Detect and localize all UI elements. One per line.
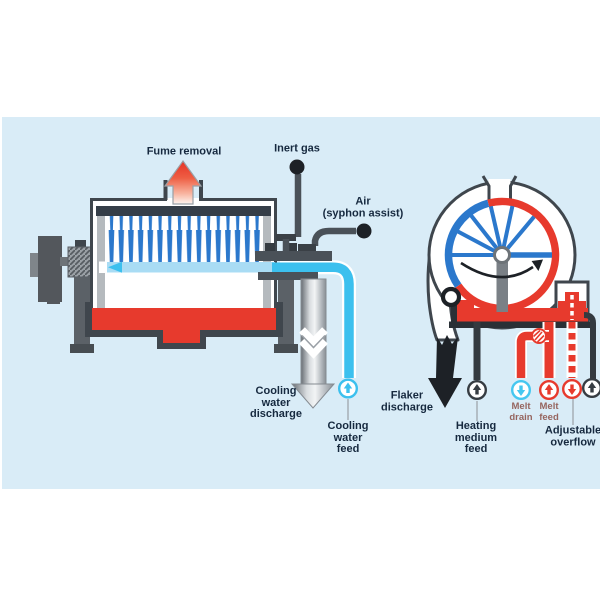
melt-drain-pipe	[515, 328, 549, 378]
vent-stack	[481, 175, 518, 202]
inert-gas-pipe	[276, 159, 305, 253]
water-spray-curtain	[106, 216, 262, 262]
inert-gas-label: Inert gas	[274, 142, 320, 155]
air-syphon-assist-label: Air (syphon assist)	[322, 195, 404, 219]
rotary-flaker-machine	[426, 175, 600, 425]
scraper-ring	[440, 286, 462, 308]
rotation-arrow	[460, 261, 534, 279]
heating-medium-feed-port-icon	[467, 380, 488, 401]
inert-gas-inlet-dot	[289, 159, 305, 175]
discharge-arrowhead	[290, 383, 336, 409]
fume-removal-arrow	[163, 159, 203, 205]
water-flow-arrow	[108, 261, 122, 273]
cooling-water-discharge-label: Cooling water discharge	[250, 384, 302, 420]
fume-duct-wall	[199, 180, 203, 200]
flaker-discharge-label: Flaker discharge	[381, 389, 433, 413]
adjustable-overflow-port-icon	[562, 379, 583, 400]
melt-drain-label: Melt drain	[509, 401, 533, 423]
drive-motor	[30, 236, 70, 304]
melt-pan-right	[449, 292, 590, 328]
melt-feed-port-icon	[539, 380, 560, 401]
return-pipe	[583, 312, 596, 379]
melt-drain-port-icon	[511, 380, 532, 401]
drum-rim-red	[455, 197, 560, 313]
drum-axis-pipe	[99, 261, 275, 273]
drum-hub	[493, 246, 511, 264]
unlabeled-right-port-icon	[582, 378, 600, 398]
fume-removal-label: Fume removal	[146, 145, 222, 158]
rotary-union-platform	[255, 243, 332, 280]
spray-header-bar	[96, 206, 271, 216]
heating-medium-feed-label: Heating medium feed	[454, 419, 498, 455]
pump-icon	[531, 328, 547, 344]
cooling-water-feed-label: Cooling water feed	[327, 419, 369, 455]
flaker-discharge-arrow	[428, 335, 462, 408]
cooling-water-feed-pipe	[272, 260, 356, 378]
melt-pan-left	[85, 302, 283, 349]
rotation-arrowhead	[531, 259, 543, 271]
cooling-water-discharge-pipe	[290, 278, 336, 409]
drum-cooler-machine	[30, 159, 372, 420]
adjustable-overflow-label: Adjustable overflow	[544, 424, 600, 448]
cooling-water-feed-port-icon	[338, 378, 359, 399]
flaker-drum	[444, 197, 560, 313]
drum-rim-blue	[444, 199, 490, 288]
fume-duct-wall	[163, 180, 168, 200]
melt-feed-label: Melt feed	[539, 401, 559, 423]
drum-support-post	[496, 255, 508, 312]
air-inlet-dot	[356, 223, 372, 239]
air-syphon-pipe	[298, 223, 372, 251]
